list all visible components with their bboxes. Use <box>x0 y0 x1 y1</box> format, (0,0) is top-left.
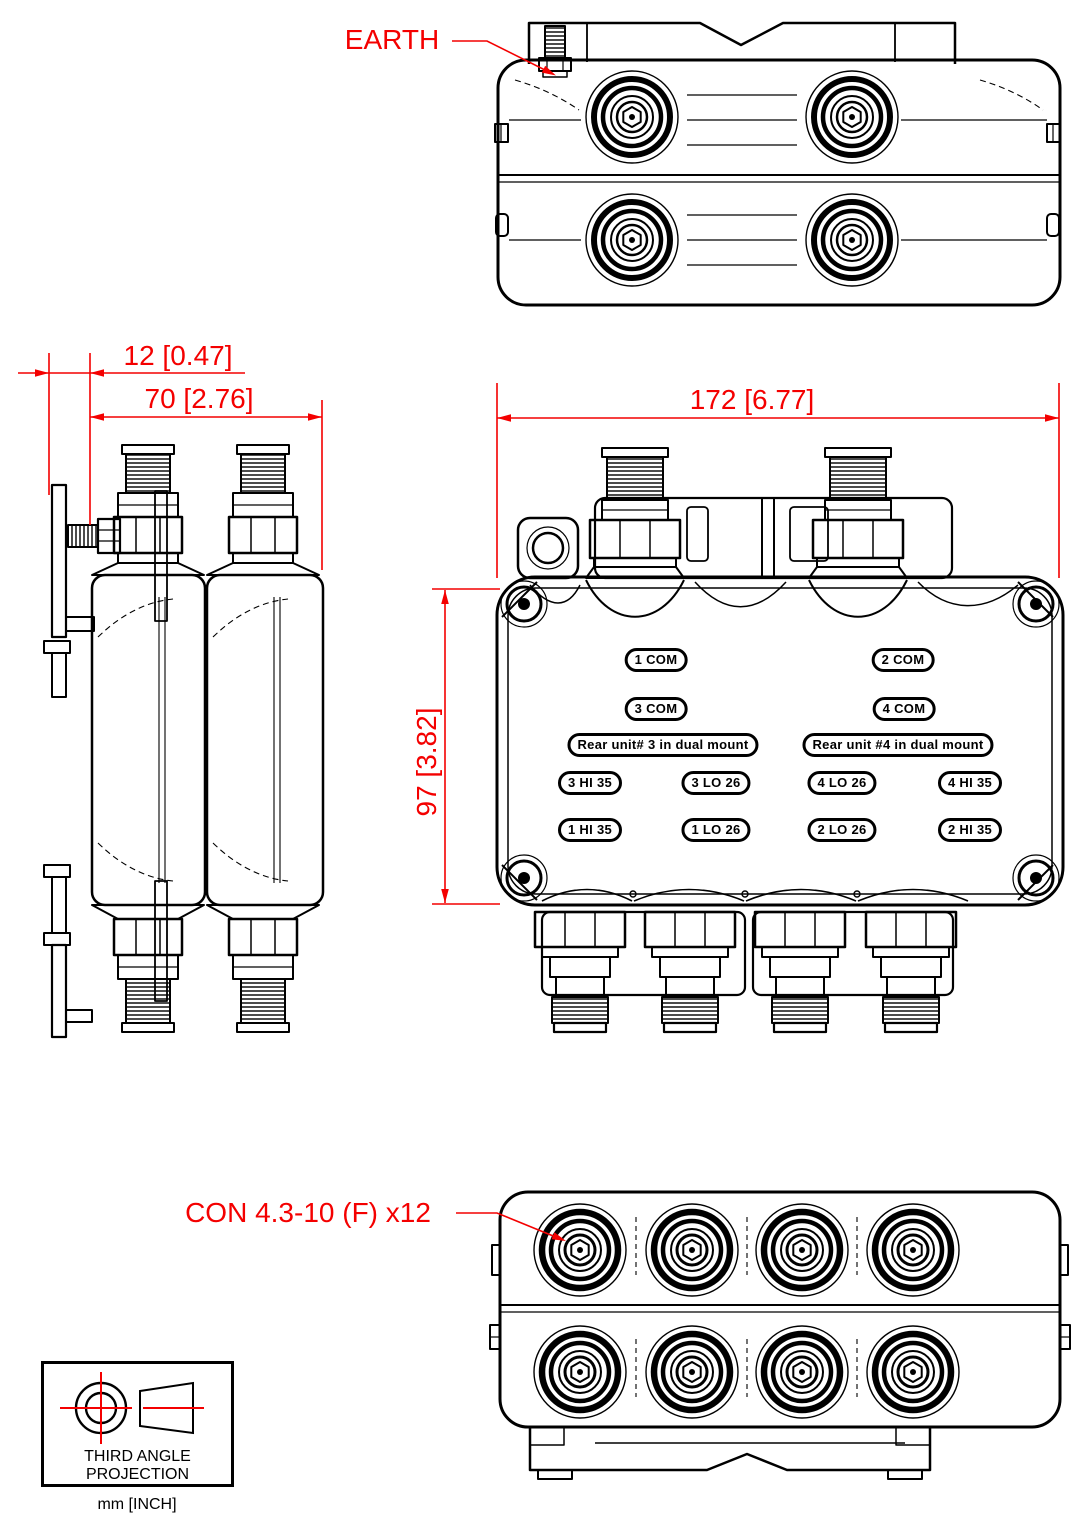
port-label-3-com: 3 COM <box>624 697 688 721</box>
port-label-1-com: 1 COM <box>624 648 688 672</box>
port-label-2-lo-26: 2 LO 26 <box>807 818 877 842</box>
side-mounting-bracket <box>43 483 168 1039</box>
port-label-2-com: 2 COM <box>871 648 935 672</box>
top-earth-stud <box>538 25 572 78</box>
front-top-connectors <box>585 447 908 579</box>
port-label-4-com: 4 COM <box>872 697 936 721</box>
top-housing <box>496 58 1062 307</box>
dimension-172: 172 [6.77] <box>689 384 815 415</box>
port-label-1-lo-26: 1 LO 26 <box>681 818 751 842</box>
port-label-1-hi-35: 1 HI 35 <box>557 818 623 842</box>
dimension-lines <box>18 372 1059 903</box>
projection-symbol-box: THIRD ANGLE PROJECTION <box>41 1361 234 1487</box>
connector-callout: CON 4.3-10 (F) x12 <box>185 1197 431 1228</box>
port-label-4-lo-26: 4 LO 26 <box>807 771 877 795</box>
connector-leader <box>456 1212 566 1241</box>
projection-note-line1: THIRD ANGLE <box>84 1448 191 1465</box>
earth-label: EARTH <box>344 24 440 55</box>
top-side-bolts <box>494 123 1061 237</box>
port-label-3-hi-35: 3 HI 35 <box>557 771 623 795</box>
side-earth-stud <box>67 517 122 555</box>
extension-lines <box>48 353 1060 905</box>
bottom-bracket-plate <box>528 1425 932 1480</box>
side-top-connectors <box>91 444 320 576</box>
dimension-97: 97 [3.82] <box>411 707 442 817</box>
bottom-connectors <box>533 1203 960 1419</box>
projection-symbol <box>60 1372 204 1444</box>
top-bracket-plate <box>527 21 957 64</box>
port-label-4-hi-35: 4 HI 35 <box>937 771 1003 795</box>
side-bottom-connectors <box>91 904 320 1033</box>
projection-note-line2: PROJECTION <box>85 1466 190 1483</box>
front-corner-screws <box>500 580 1060 902</box>
dimension-arrowheads <box>35 369 1059 903</box>
label-rear-unit-3: Rear unit# 3 in dual mount <box>567 733 759 757</box>
dimension-70: 70 [2.76] <box>144 383 254 414</box>
bottom-view <box>489 1185 1072 1500</box>
units-note: mm [INCH] <box>97 1496 177 1513</box>
front-view <box>490 445 1075 1045</box>
front-mounting-ear <box>516 516 580 580</box>
port-label-2-hi-35: 2 HI 35 <box>937 818 1003 842</box>
label-rear-unit-4: Rear unit #4 in dual mount <box>802 733 994 757</box>
dimension-12: 12 [0.47] <box>123 340 233 371</box>
top-view <box>494 18 1070 310</box>
front-face <box>495 575 1065 907</box>
front-bottom-connectors <box>533 910 958 1034</box>
earth-leader <box>452 40 556 76</box>
top-connectors <box>585 70 899 287</box>
port-label-3-lo-26: 3 LO 26 <box>681 771 751 795</box>
side-view <box>38 444 330 1057</box>
